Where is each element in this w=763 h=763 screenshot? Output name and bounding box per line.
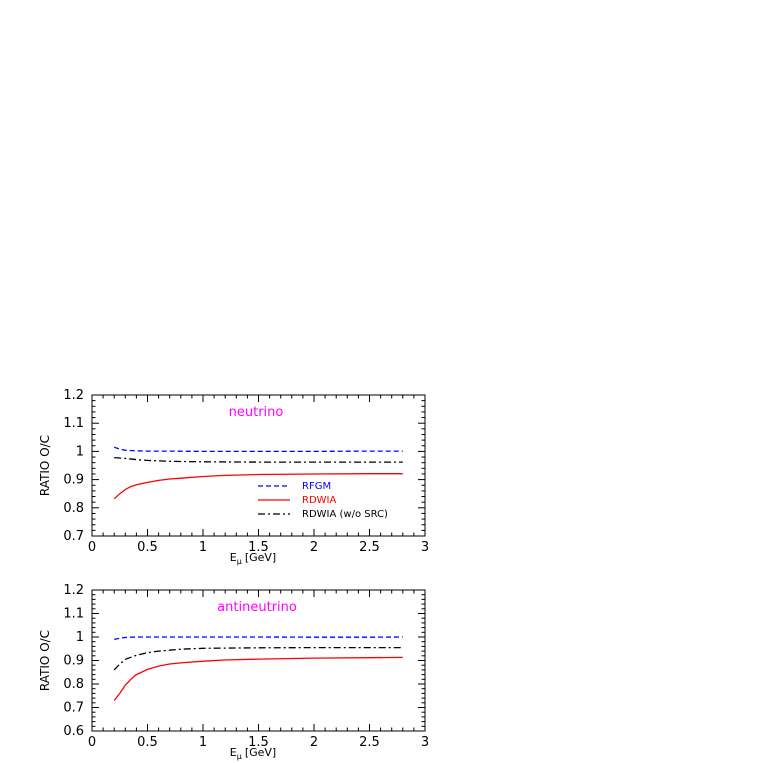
x-axis-subscript: μ <box>237 557 242 566</box>
y-axis-label: RATIO O/C <box>38 435 52 496</box>
y-axis-label: RATIO O/C <box>38 630 52 691</box>
x-tick-label: 3 <box>421 735 429 750</box>
x-tick-label: 2.5 <box>359 735 380 750</box>
y-tick-label: 1 <box>76 444 84 459</box>
series-line-solid <box>113 473 403 500</box>
x-tick-label: 0 <box>88 735 96 750</box>
x-tick-label: 2 <box>310 735 318 750</box>
legend-label-rdwia-wo-src: RDWIA (w/o SRC) <box>302 509 388 520</box>
series-line-dashed <box>114 636 403 641</box>
legend-label-rfgm: RFGM <box>302 481 331 492</box>
x-axis-label: Eμ[GeV] <box>230 746 276 761</box>
x-tick-label: 2 <box>310 540 318 555</box>
antineutrino-panel: 0 0.5 1 1.5 2 2.5 3 0.6 0.7 0.8 0.9 1 1.… <box>38 583 429 761</box>
x-tick-label: 0 <box>88 540 96 555</box>
series-line-dashdot <box>114 456 403 463</box>
y-tick-label: 1.1 <box>63 416 84 431</box>
panel-annotation: antineutrino <box>217 600 297 615</box>
axis-ticks <box>91 589 426 732</box>
y-tick-label: 0.9 <box>63 473 84 488</box>
x-tick-label: 3 <box>421 540 429 555</box>
y-tick-label: 1 <box>76 630 84 645</box>
series-line-dashdot <box>113 646 403 671</box>
x-axis-symbol: E <box>230 551 237 564</box>
legend-label-rdwia: RDWIA <box>302 495 336 506</box>
y-tick-label: 1.2 <box>63 583 84 598</box>
x-tick-labels: 0 0.5 1 1.5 2 2.5 3 <box>88 735 429 750</box>
y-tick-labels: 0.6 0.7 0.8 0.9 1 1.1 1.2 <box>63 583 84 739</box>
y-tick-label: 0.6 <box>63 724 84 739</box>
x-tick-labels: 0 0.5 1 1.5 2 2.5 3 <box>88 540 429 555</box>
x-tick-label: 1.5 <box>248 540 269 555</box>
y-tick-label: 0.8 <box>63 501 84 516</box>
y-tick-label: 0.7 <box>63 701 84 716</box>
y-tick-label: 0.8 <box>63 677 84 692</box>
series-line-solid <box>113 656 403 701</box>
y-tick-labels: 0.7 0.8 0.9 1 1.1 1.2 <box>63 388 84 544</box>
series-lines <box>113 446 403 500</box>
x-axis-unit: [GeV] <box>245 746 276 759</box>
y-tick-label: 0.7 <box>63 529 84 544</box>
x-axis-symbol: E <box>230 746 237 759</box>
legend: RFGM RDWIA RDWIA (w/o SRC) <box>258 481 388 520</box>
x-tick-label: 1.5 <box>248 735 269 750</box>
x-axis-label: Eμ[GeV] <box>230 551 276 566</box>
series-lines <box>113 636 403 701</box>
x-tick-label: 2.5 <box>359 540 380 555</box>
x-tick-label: 1 <box>199 735 207 750</box>
x-tick-label: 0.5 <box>137 735 158 750</box>
x-tick-label: 1 <box>199 540 207 555</box>
y-tick-label: 1.2 <box>63 388 84 403</box>
y-tick-label: 1.1 <box>63 607 84 622</box>
axis-ticks <box>91 394 426 537</box>
series-line-dashed <box>113 446 403 453</box>
panel-annotation: neutrino <box>229 405 284 420</box>
x-axis-unit: [GeV] <box>245 551 276 564</box>
x-axis-subscript: μ <box>237 752 242 761</box>
neutrino-panel: 0 0.5 1 1.5 2 2.5 3 0.7 0.8 0.9 1 1.1 1.… <box>38 388 429 566</box>
x-tick-label: 0.5 <box>137 540 158 555</box>
y-tick-label: 0.9 <box>63 654 84 669</box>
